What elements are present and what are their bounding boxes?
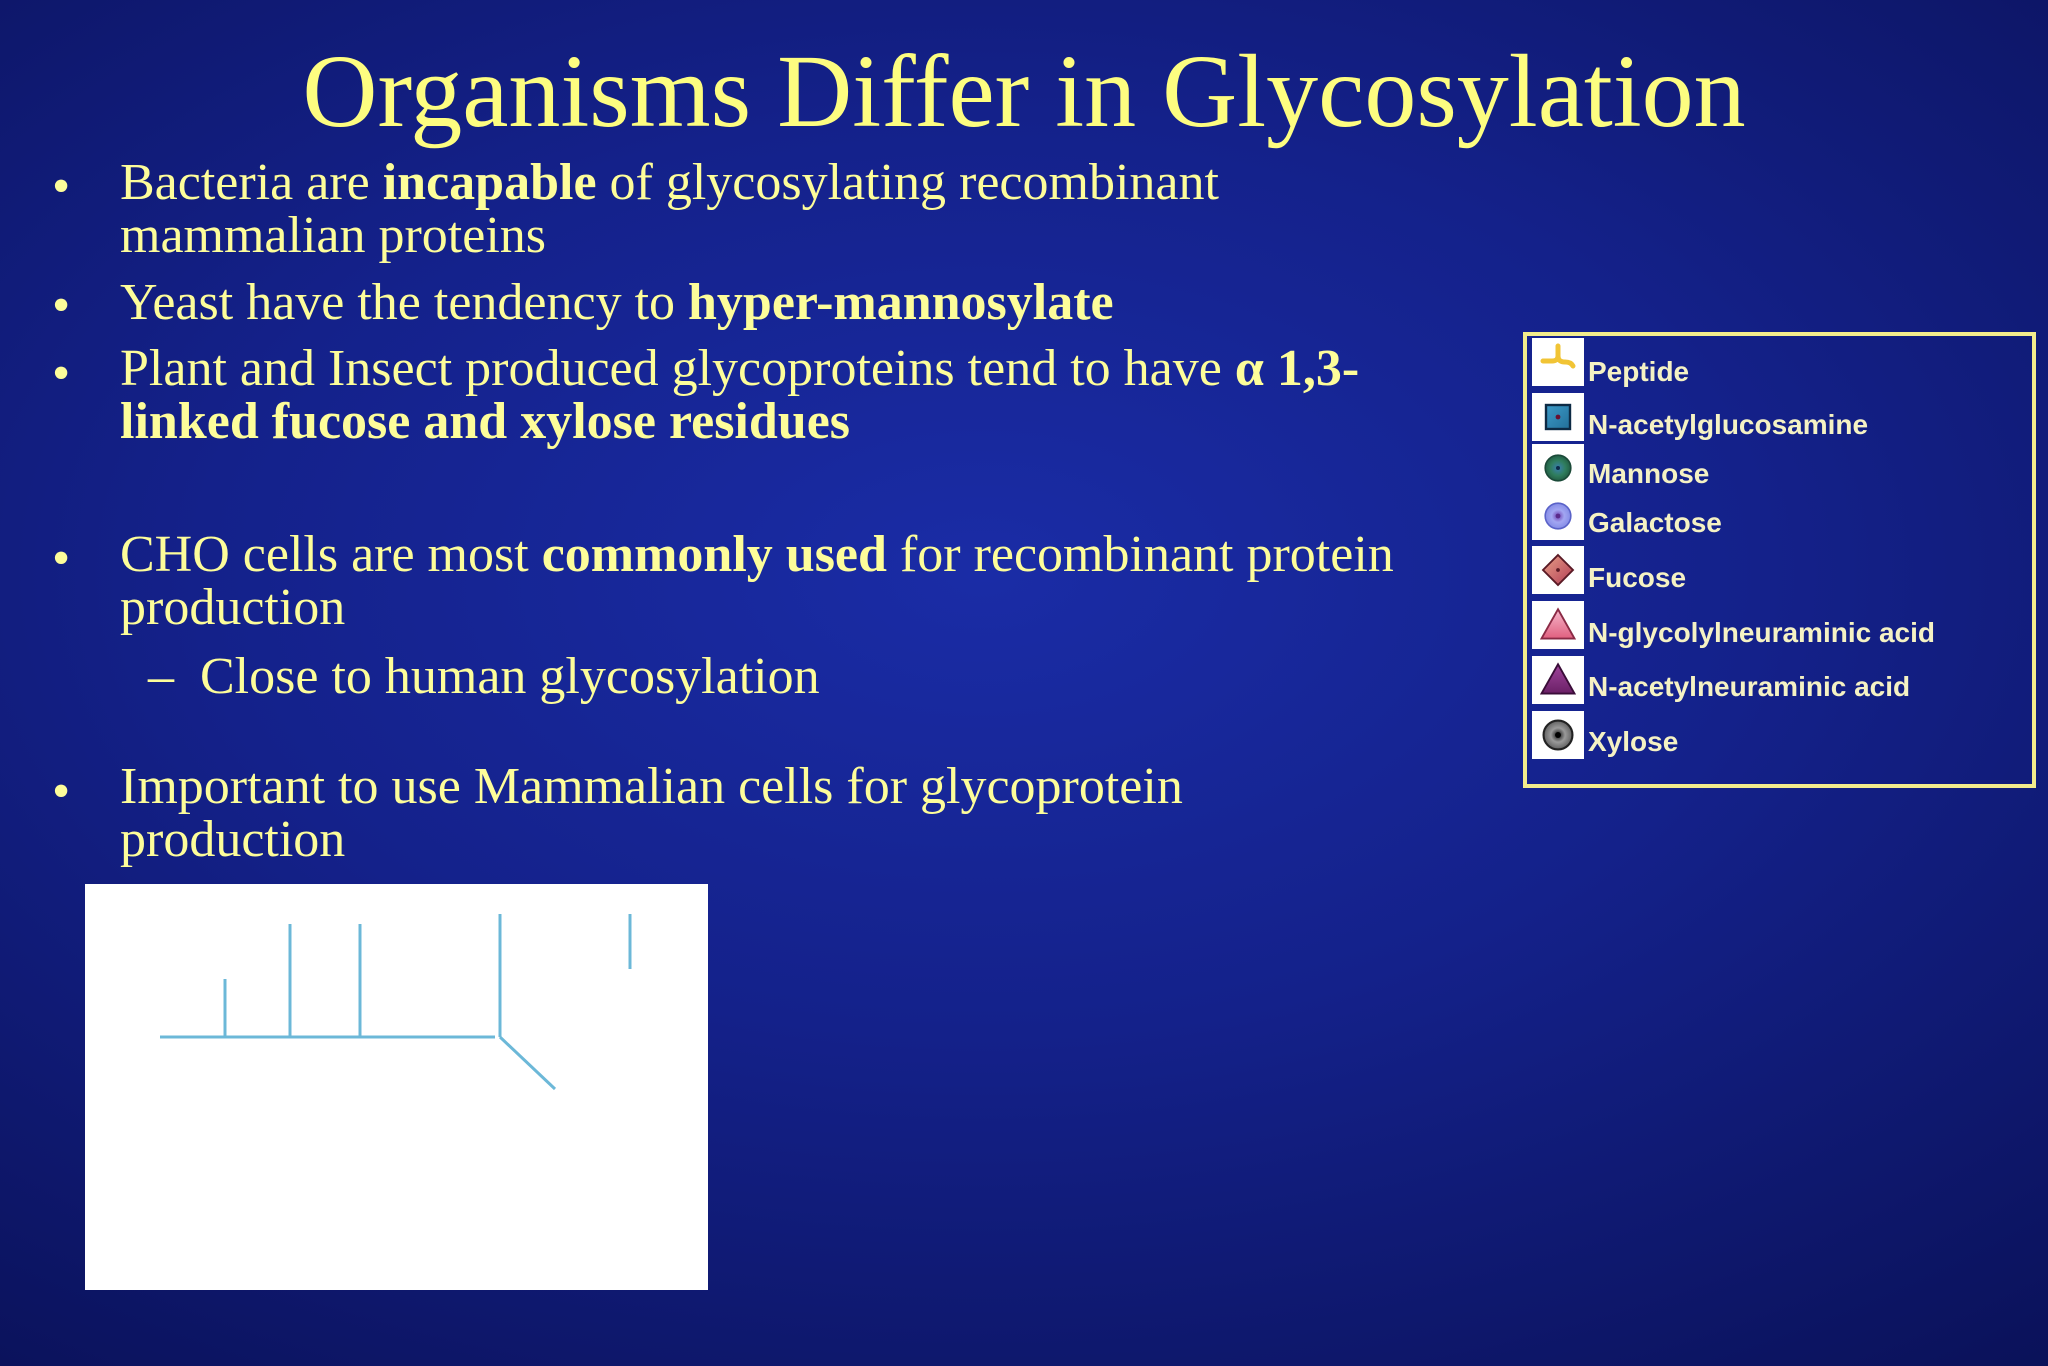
- xylose-circle-icon: [1532, 711, 1584, 759]
- bullet-text: for recombinant protein: [886, 526, 1394, 583]
- bullet-emphasis: hyper-mannosylate: [688, 274, 1114, 331]
- bullet-emphasis: linked fucose and xylose residues: [120, 393, 851, 450]
- bullet-yeast: Yeast have the tendency to hyper-mannosy…: [120, 276, 1114, 329]
- bullet-marker: •: [52, 530, 71, 587]
- legend-label-xylose: Xylose: [1588, 726, 1679, 757]
- legend-label-galactose: Galactose: [1588, 507, 1722, 538]
- sub-bullet-close-to-human: Close to human glycosylation: [200, 648, 820, 705]
- dash-marker: –: [148, 648, 174, 705]
- legend-label-peptide: Peptide: [1588, 356, 1690, 387]
- legend-label-n-acetylneuraminic-acid: N-acetylneuraminic acid: [1588, 671, 1911, 702]
- legend-label-n-acetylglucosamine: N-acetylglucosamine: [1588, 409, 1869, 440]
- bullet-text: CHO cells are most: [120, 526, 542, 583]
- bullet-emphasis: commonly used: [541, 526, 887, 583]
- bullet-text: mammalian proteins: [120, 207, 547, 264]
- slide-title: Organisms Differ in Glycosylation: [302, 34, 1746, 149]
- bullet-marker: •: [52, 158, 71, 215]
- bullet-text: production: [120, 811, 346, 868]
- bullet-text: Plant and Insect produced glycoproteins …: [120, 340, 1235, 397]
- bullet-plant-insect: Plant and Insect produced glycoproteins …: [120, 342, 1359, 448]
- n-acetylneuraminic-triangle-icon: [1532, 656, 1584, 704]
- legend-label-n-glycolylneuraminic-acid: N-glycolylneuraminic acid: [1588, 617, 1935, 648]
- n-glycolylneuraminic-triangle-icon: [1532, 601, 1584, 649]
- legend-label-mannose: Mannose: [1588, 458, 1710, 489]
- glycan-bacteria-yeast: [160, 914, 632, 1091]
- fucose-diamond-icon: [1532, 546, 1584, 594]
- bullet-emphasis: α 1,3-: [1234, 340, 1360, 397]
- bullet-marker: •: [52, 763, 71, 820]
- bullet-mammalian: Important to use Mammalian cells for gly…: [120, 760, 1183, 866]
- bullet-text: Yeast have the tendency to: [120, 274, 689, 331]
- mannose-circle-icon: [1532, 444, 1584, 492]
- legend-label-fucose: Fucose: [1588, 562, 1687, 593]
- peptide-icon: [1532, 338, 1584, 386]
- bullet-emphasis: incapable: [382, 154, 597, 211]
- bullet-text: of glycosylating recombinant: [596, 154, 1219, 211]
- bullet-cho: CHO cells are most commonly used for rec…: [120, 528, 1394, 634]
- bullet-text: production: [120, 579, 346, 636]
- legend-box: Peptide N-acetylglucosamine Mannose Gala…: [1523, 332, 2036, 788]
- bullet-marker: •: [52, 345, 71, 402]
- galactose-circle-icon: [1532, 492, 1584, 540]
- bullet-marker: •: [52, 277, 71, 334]
- bullet-bacteria: Bacteria are incapable of glycosylating …: [120, 156, 1219, 262]
- panel-bacteria-yeast: [85, 884, 708, 1290]
- bullet-text: Bacteria are: [120, 154, 383, 211]
- bullet-text: Important to use Mammalian cells for gly…: [120, 758, 1183, 815]
- n-acetylglucosamine-square-icon: [1532, 393, 1584, 441]
